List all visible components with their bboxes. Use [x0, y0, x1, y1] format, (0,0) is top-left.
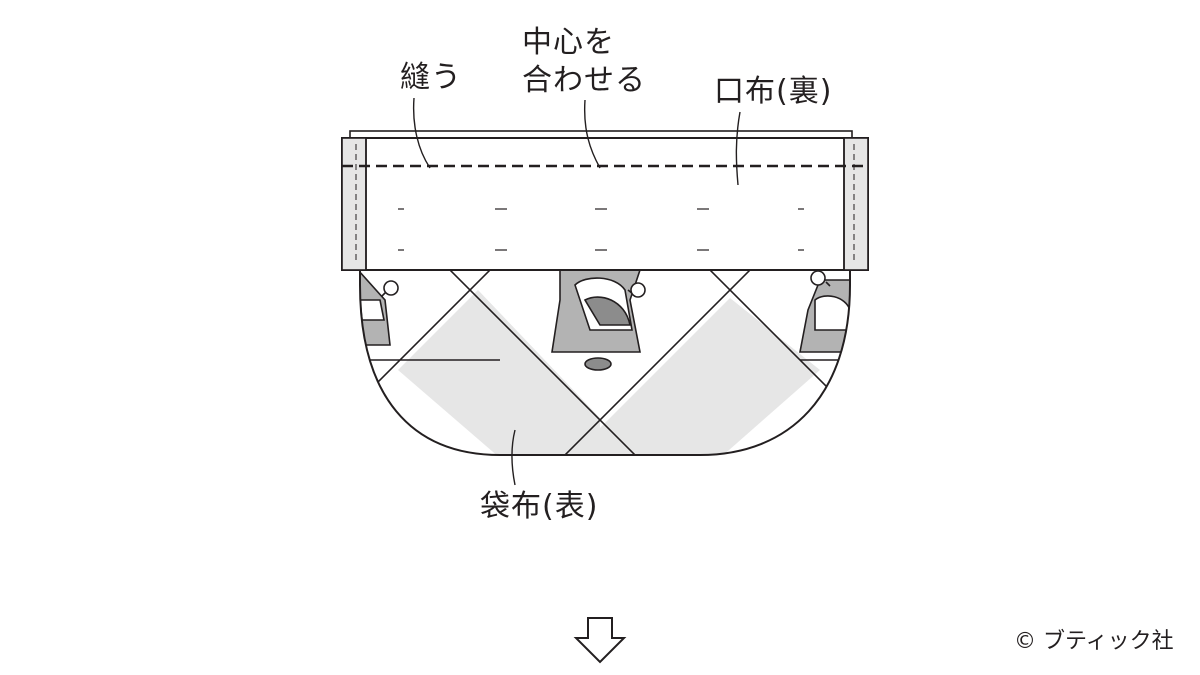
- leader-bag: [511, 429, 516, 486]
- label-align-center-line1: 中心を: [522, 25, 615, 60]
- leader-mouth: [735, 111, 741, 186]
- basting-marks: [398, 208, 804, 251]
- label-mouth-fabric: 口布(裏): [714, 74, 833, 109]
- girl-motif: [551, 270, 646, 371]
- label-sew: 縫う: [400, 60, 462, 95]
- diamond-patch: [398, 290, 600, 455]
- bag-fabric: [359, 270, 851, 456]
- mouth-fabric: [341, 130, 869, 271]
- down-arrow-outline-icon: [573, 617, 627, 664]
- edge-motif-right: [799, 270, 850, 353]
- label-bag-fabric: 袋布(表): [480, 489, 599, 524]
- copyright-notice: © ブティック社: [1014, 629, 1174, 654]
- leader-center: [583, 99, 601, 169]
- leader-sew: [412, 97, 431, 169]
- label-align-center: 中心を 合わせる: [522, 24, 646, 100]
- edge-motif-left: [360, 270, 399, 346]
- leader-lines: [412, 97, 741, 486]
- label-align-center-line2: 合わせる: [522, 63, 646, 98]
- diamond-patch: [600, 298, 820, 455]
